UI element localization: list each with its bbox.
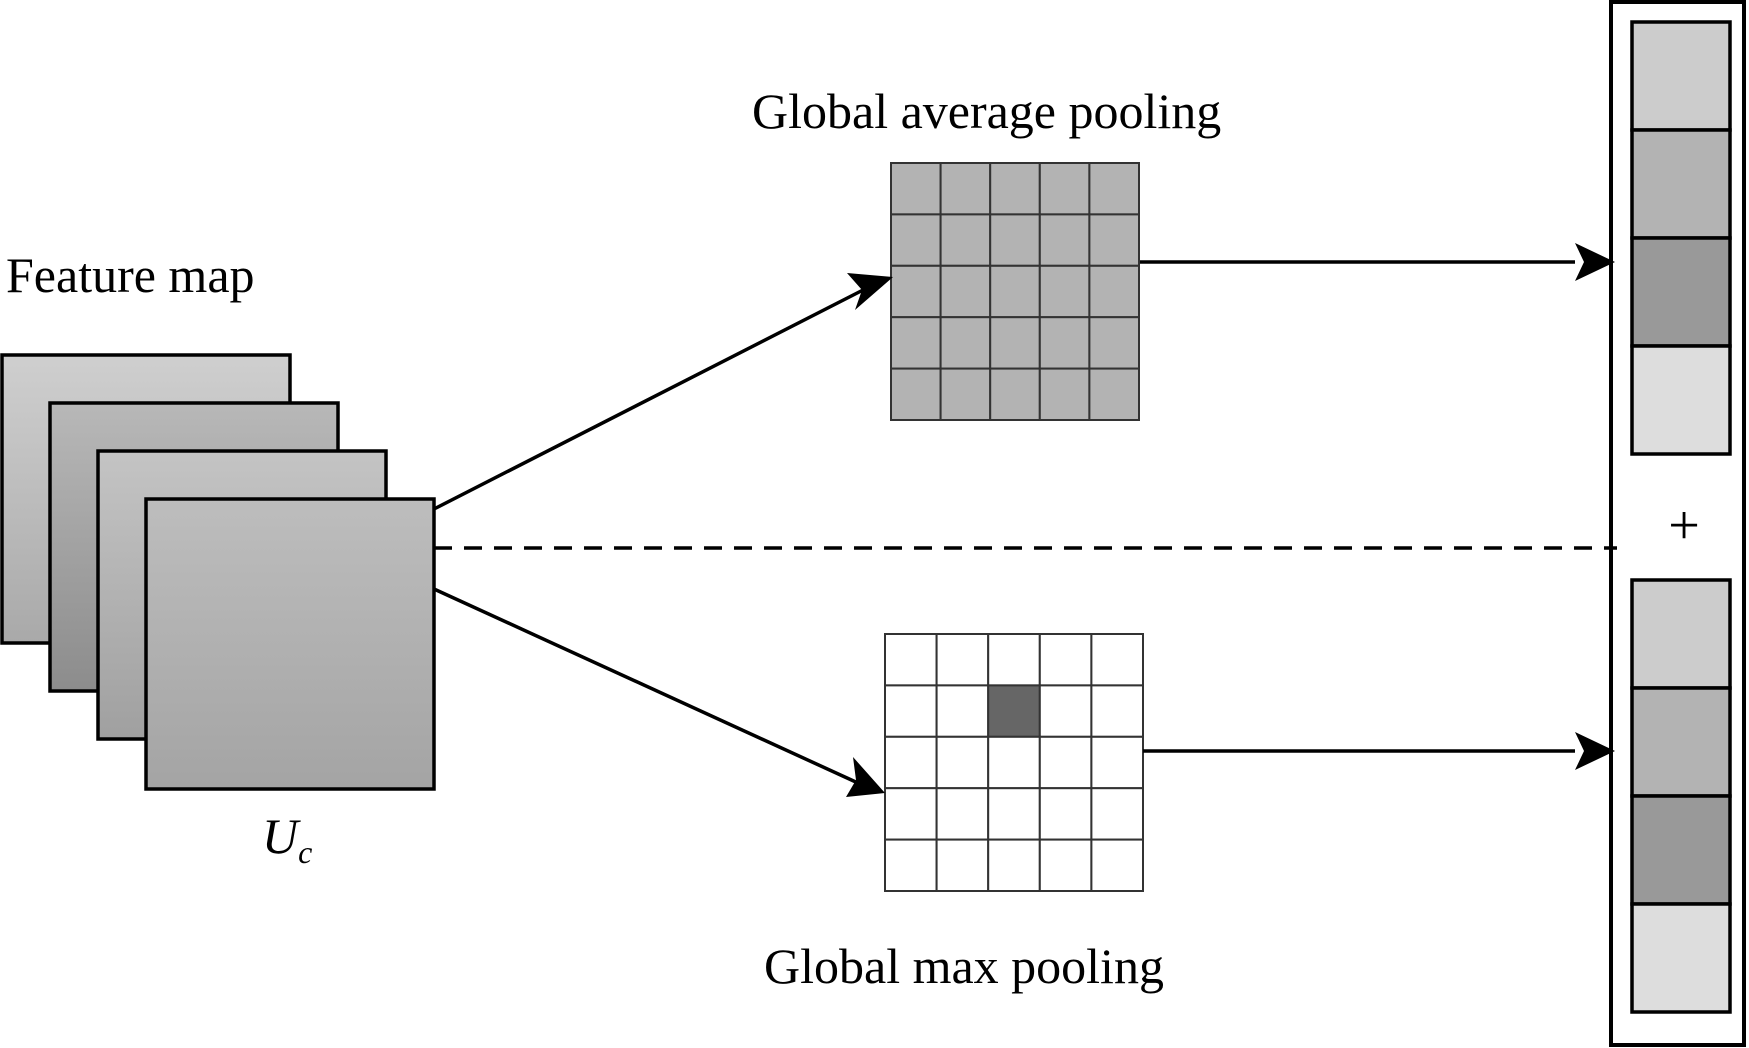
max-grid-cell <box>1038 735 1093 790</box>
max-grid-cell <box>987 633 1041 687</box>
avg-grid-cell <box>1088 367 1141 422</box>
max-grid-cell <box>1038 787 1093 841</box>
arrowhead-max-vector <box>1575 732 1615 770</box>
max-pool-grid <box>884 633 1145 892</box>
max-grid-cell-highlight <box>987 684 1041 738</box>
feature-symbol-subscript: c <box>298 834 312 870</box>
avg-grid-cell <box>939 162 992 216</box>
vector-cell <box>1630 20 1732 132</box>
vector-max <box>1630 578 1732 1014</box>
max-grid-cell <box>1090 787 1145 841</box>
max-grid-cell <box>1038 633 1093 687</box>
arrowhead-avg-vector <box>1575 243 1615 281</box>
avg-grid-cell <box>1088 162 1141 216</box>
max-grid-cell <box>884 838 938 892</box>
vector-cell <box>1630 236 1732 348</box>
avg-grid-cell <box>939 264 992 319</box>
avg-grid-cell <box>939 367 992 422</box>
avg-grid-cell <box>939 213 992 267</box>
avg-grid-cell <box>1088 213 1141 267</box>
vector-cell <box>1630 686 1732 798</box>
avg-pool-label: Global average pooling <box>752 83 1221 139</box>
max-grid-cell <box>987 787 1041 841</box>
avg-grid-cell <box>989 367 1041 422</box>
avg-grid-cell <box>1088 316 1141 370</box>
avg-grid-cell <box>989 162 1041 216</box>
arrows <box>433 260 1575 785</box>
max-grid-cell <box>884 684 938 738</box>
avg-grid-cell <box>890 316 942 370</box>
max-grid-cell <box>935 684 990 738</box>
vector-cell <box>1630 794 1732 906</box>
feature-symbol-main: U <box>262 808 301 864</box>
max-grid-cell <box>1090 735 1145 790</box>
max-grid-cell <box>1090 684 1145 738</box>
avg-grid-cell <box>989 316 1041 370</box>
max-grid-cell <box>987 838 1041 892</box>
max-pool-label: Global max pooling <box>764 938 1164 994</box>
max-grid-cell <box>987 735 1041 790</box>
arrowheads <box>846 243 1615 797</box>
avg-grid-cell <box>1038 162 1091 216</box>
max-grid-cell <box>884 633 938 687</box>
vector-cell <box>1630 902 1732 1014</box>
avg-grid-cell <box>1038 213 1091 267</box>
max-grid-cell <box>935 633 990 687</box>
max-grid-cell <box>1038 838 1093 892</box>
arrow-to-max-pool <box>433 587 859 785</box>
avg-grid-cell <box>890 264 942 319</box>
vector-avg <box>1630 20 1732 456</box>
max-grid-cell <box>1090 838 1145 892</box>
avg-pool-grid <box>890 162 1141 422</box>
max-grid-cell <box>935 735 990 790</box>
vector-cell <box>1630 344 1732 456</box>
arrowhead-max <box>846 757 885 797</box>
avg-grid-cell <box>1038 316 1091 370</box>
max-grid-cell <box>935 838 990 892</box>
avg-grid-cell <box>890 213 942 267</box>
avg-grid-cell <box>1038 367 1091 422</box>
avg-grid-cell <box>939 316 992 370</box>
avg-grid-cell <box>989 213 1041 267</box>
plus-sign: + <box>1668 495 1700 557</box>
max-grid-cell <box>1090 633 1145 687</box>
vector-cell <box>1630 128 1732 240</box>
max-grid-cell <box>884 735 938 790</box>
max-grid-cell <box>884 787 938 841</box>
feature-symbol: Uc <box>262 808 312 870</box>
avg-grid-cell <box>890 367 942 422</box>
feature-map-stack <box>0 353 436 791</box>
max-grid-cell <box>935 787 990 841</box>
output-vector-frame <box>1609 0 1746 1047</box>
arrow-to-avg-pool <box>433 287 866 511</box>
avg-grid-cell <box>1038 264 1091 319</box>
arrowhead-avg <box>847 273 893 310</box>
feature-map-layer-front <box>144 497 436 791</box>
max-grid-cell <box>1038 684 1093 738</box>
avg-grid-cell <box>989 264 1041 319</box>
avg-grid-cell <box>890 162 942 216</box>
avg-grid-cell <box>1088 264 1141 319</box>
vector-cell <box>1630 578 1732 690</box>
feature-map-label: Feature map <box>6 247 255 303</box>
